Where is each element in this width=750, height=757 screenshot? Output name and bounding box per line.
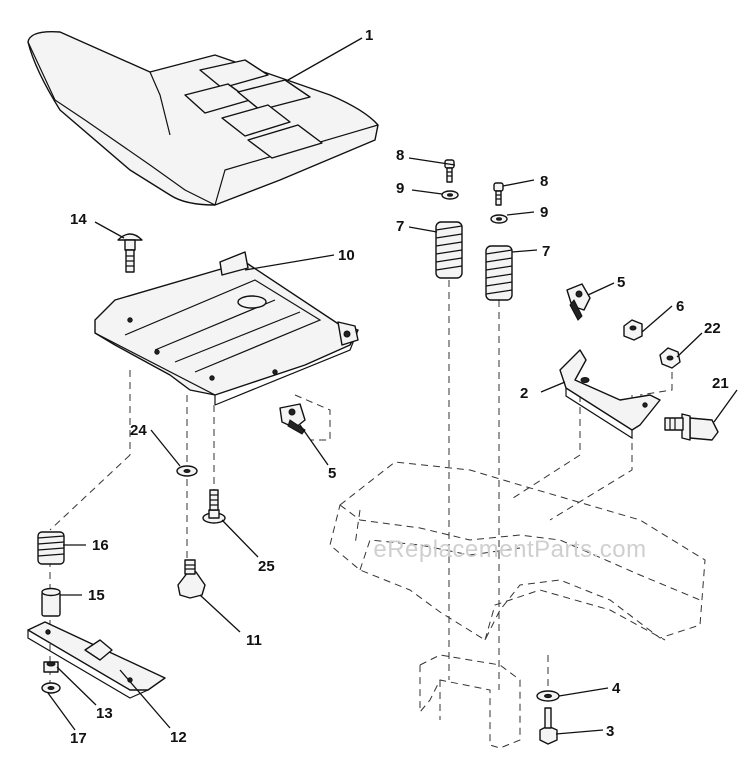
callout-15: 15 — [88, 587, 105, 604]
callout-12: 12 — [170, 729, 187, 746]
spring-left — [435, 221, 463, 279]
screw-left — [444, 159, 455, 183]
washer-24 — [176, 465, 198, 477]
callout-1: 1 — [365, 27, 373, 44]
slide-plate — [27, 621, 166, 699]
bracket — [559, 349, 661, 440]
leader-lines — [47, 37, 738, 735]
seat-pads — [184, 59, 323, 159]
clip-lower — [279, 403, 306, 435]
callout-22: 22 — [704, 320, 721, 337]
callout-6: 6 — [676, 298, 684, 315]
callout-8-left: 8 — [396, 147, 404, 164]
clip-upper — [566, 283, 591, 321]
callout-5-upper: 5 — [617, 274, 625, 291]
callout-4: 4 — [612, 680, 621, 697]
callout-9-right: 9 — [540, 204, 548, 221]
callout-7-left: 7 — [396, 218, 404, 235]
callout-25: 25 — [258, 558, 275, 575]
screw-right — [493, 182, 504, 206]
bolt-21 — [664, 413, 719, 441]
callout-14: 14 — [70, 211, 87, 228]
bolt-25 — [202, 489, 226, 524]
washer-4 — [536, 690, 560, 702]
bolt-3 — [539, 707, 558, 745]
spring-right — [485, 245, 513, 301]
callout-3: 3 — [606, 723, 614, 740]
callout-21: 21 — [712, 375, 729, 392]
callout-9-left: 9 — [396, 180, 404, 197]
carriage-bolt — [117, 233, 143, 273]
nut-22 — [659, 347, 681, 369]
spacer — [41, 587, 61, 617]
washer-17 — [41, 682, 61, 694]
seat-pan — [94, 251, 359, 406]
callout-7-right: 7 — [542, 243, 550, 260]
seat — [27, 31, 379, 206]
callout-numbers: 1 8 9 7 8 9 7 10 14 5 6 22 2 21 24 5 25 … — [70, 27, 729, 747]
washer-right — [490, 214, 508, 224]
callout-2: 2 — [520, 385, 528, 402]
callout-17: 17 — [70, 730, 87, 747]
nut-6 — [623, 319, 643, 341]
washer-13 — [43, 661, 59, 673]
callout-11: 11 — [246, 632, 262, 649]
spring-16 — [37, 531, 65, 565]
callout-10: 10 — [338, 247, 355, 264]
callout-5-lower: 5 — [328, 465, 336, 482]
callout-8-right: 8 — [540, 173, 548, 190]
washer-left — [441, 190, 459, 200]
callout-24: 24 — [130, 422, 147, 439]
knob — [177, 559, 206, 599]
watermark: eReplacementParts.com — [373, 536, 646, 563]
callout-16: 16 — [92, 537, 109, 554]
callout-13: 13 — [96, 705, 113, 722]
